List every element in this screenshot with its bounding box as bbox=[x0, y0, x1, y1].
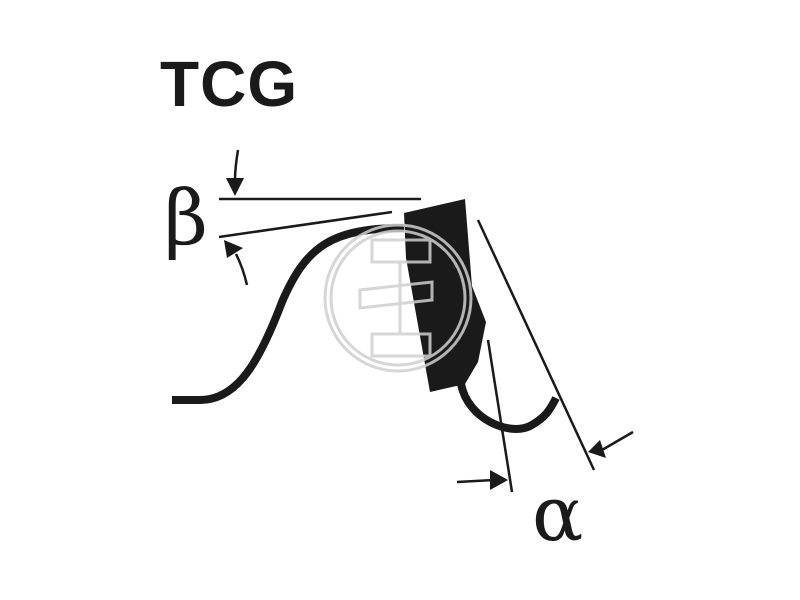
alpha-reference-line-face bbox=[476, 219, 596, 471]
beta-arrowhead-bottom bbox=[224, 240, 243, 258]
tooth-back-curve bbox=[172, 224, 405, 404]
gullet-curve bbox=[457, 382, 560, 433]
alpha-arrowhead-left bbox=[490, 470, 508, 490]
beta-label: β bbox=[164, 173, 208, 262]
watermark-seal bbox=[323, 223, 473, 373]
beta-reference-line-angled bbox=[218, 210, 393, 239]
beta-arrow-bottom bbox=[234, 253, 249, 286]
alpha-arrowhead-right bbox=[588, 440, 606, 458]
diagram-title: TCG bbox=[160, 48, 299, 120]
carbide-tip bbox=[404, 199, 486, 392]
beta-arrowhead-top bbox=[226, 178, 244, 196]
beta-arrow-top bbox=[233, 149, 240, 181]
alpha-label: α bbox=[532, 469, 584, 558]
alpha-arrow-right bbox=[601, 430, 634, 452]
alpha-reference-line-vertical bbox=[486, 339, 514, 493]
alpha-arrow-left bbox=[456, 478, 495, 484]
